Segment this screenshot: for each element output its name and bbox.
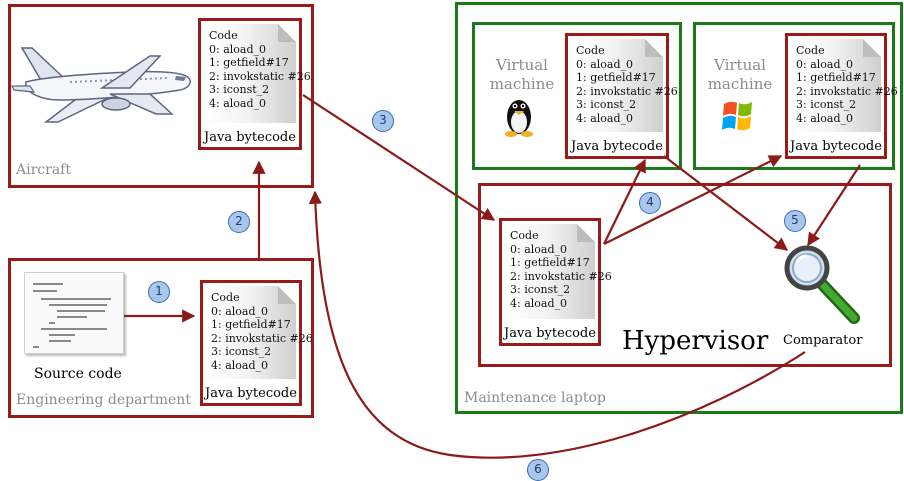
bytecode-line: 2: invokstatic #26 (576, 84, 678, 98)
step-badge-5: 5 (784, 210, 806, 232)
bytecode-line: 4: aload_0 (510, 296, 567, 310)
bytecode-line: 1: getfield#17 (796, 71, 876, 84)
bytecode-line: 0: aload_0 (209, 42, 266, 56)
bytecode-line: 3: iconst_2 (211, 345, 272, 358)
bytecode-caption: Java bytecode (571, 139, 663, 154)
bytecode-header: Code (576, 44, 605, 57)
bytecode-caption: Java bytecode (504, 326, 596, 341)
vm-windows-label: Virtual machine (707, 56, 773, 93)
bytecode-line: 0: aload_0 (510, 242, 567, 256)
bytecode-vm-windows: Code 0: aload_0 1: getfield#17 2: invoks… (785, 33, 898, 159)
bytecode-line: 3: iconst_2 (510, 283, 571, 296)
bytecode-line: 1: getfield#17 (211, 318, 291, 331)
vm-windows-box (693, 22, 895, 170)
bytecode-line: 3: iconst_2 (576, 98, 637, 111)
step-badge-6: 6 (527, 459, 549, 481)
bytecode-header: Code (510, 229, 539, 242)
bytecode-header: Code (796, 44, 825, 57)
bytecode-line: 3: iconst_2 (209, 83, 270, 96)
engineering-box (8, 258, 314, 418)
bytecode-aircraft: Code 0: aload_0 1: getfield#17 2: invoks… (198, 18, 311, 150)
bytecode-line: 2: invokstatic #26 (510, 269, 612, 283)
maintenance-laptop-label: Maintenance laptop (464, 390, 606, 406)
bytecode-line: 4: aload_0 (211, 358, 268, 372)
bytecode-caption: Java bytecode (204, 130, 296, 145)
comparator-label: Comparator (783, 333, 863, 348)
bytecode-header: Code (209, 29, 238, 42)
hypervisor-label: Hypervisor (622, 326, 769, 356)
bytecode-hypervisor: Code 0: aload_0 1: getfield#17 2: invoks… (499, 218, 612, 346)
bytecode-line: 4: aload_0 (796, 111, 853, 125)
bytecode-line: 1: getfield#17 (510, 256, 590, 269)
bytecode-line: 4: aload_0 (576, 111, 633, 125)
aircraft-label: Aircraft (16, 162, 71, 178)
step-badge-4: 4 (639, 192, 661, 214)
engineering-label: Engineering department (16, 392, 191, 408)
bytecode-caption: Java bytecode (790, 139, 882, 154)
bytecode-line: 4: aload_0 (209, 96, 266, 110)
bytecode-caption: Java bytecode (205, 386, 297, 401)
bytecode-line: 0: aload_0 (576, 57, 633, 71)
step-badge-1: 1 (148, 281, 170, 303)
bytecode-vm-linux: Code 0: aload_0 1: getfield#17 2: invoks… (565, 33, 678, 159)
vm-linux-label: Virtual machine (489, 56, 555, 93)
step-badge-3: 3 (372, 110, 394, 132)
source-code-document-icon (24, 272, 124, 354)
bytecode-line: 2: invokstatic #26 (796, 84, 898, 98)
bytecode-engineering: Code 0: aload_0 1: getfield#17 2: invoks… (200, 280, 313, 406)
bytecode-line: 2: invokstatic #26 (211, 331, 313, 345)
bytecode-line: 1: getfield#17 (209, 56, 289, 69)
bytecode-header: Code (211, 291, 240, 304)
bytecode-line: 1: getfield#17 (576, 71, 656, 84)
bytecode-line: 0: aload_0 (211, 304, 268, 318)
bytecode-line: 0: aload_0 (796, 57, 853, 71)
step-badge-2: 2 (228, 211, 250, 233)
bytecode-line: 3: iconst_2 (796, 98, 857, 111)
source-code-label: Source code (34, 366, 122, 382)
bytecode-line: 2: invokstatic #26 (209, 69, 311, 83)
